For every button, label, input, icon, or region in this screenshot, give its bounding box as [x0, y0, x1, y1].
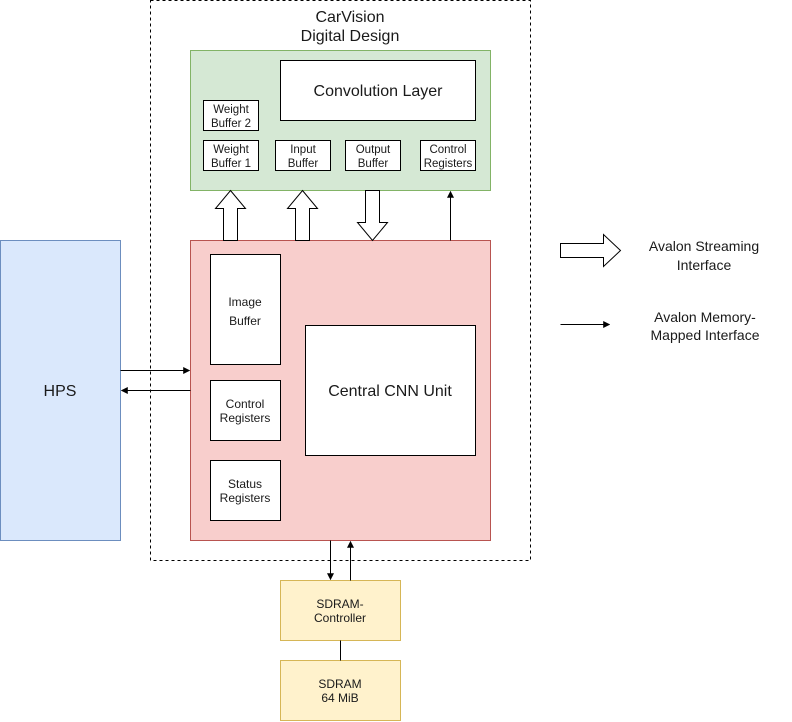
weight-buffer-2-label-2: Buffer 2 — [211, 118, 251, 130]
image-buffer-label-2: Buffer — [229, 314, 261, 328]
hps-label: HPS — [44, 383, 77, 400]
title-line-2: Digital Design — [301, 28, 400, 45]
input-buffer-label-2: Buffer — [288, 158, 319, 170]
input-buffer-label-1: Input — [290, 144, 316, 156]
legend-streaming-arrow — [560, 233, 622, 268]
image-buffer-label-1: Image — [228, 295, 262, 309]
output-buffer-label-1: Output — [356, 144, 391, 156]
carvision-boundary — [150, 0, 531, 561]
weight-buffer-1-label-1: Weight — [213, 144, 249, 156]
input-buffer-box — [275, 140, 331, 171]
sdram-label-1: SDRAM — [318, 677, 361, 691]
weight-buffer-1-box — [203, 140, 259, 171]
title-line-1: CarVision — [315, 9, 384, 26]
output-buffer-label-2: Buffer — [358, 158, 389, 170]
legend-streaming-label-1: Avalon Streaming — [649, 238, 759, 254]
central-control-registers-label-2: Registers — [220, 411, 271, 425]
sdram-controller-block — [280, 580, 401, 641]
convolution-layer-box — [280, 60, 476, 121]
output-stream-down-arrow — [356, 190, 389, 242]
legend-streaming-label-2: Interface — [677, 257, 732, 273]
weight-stream-up-arrow — [214, 189, 247, 241]
conv-control-registers-box — [420, 140, 476, 171]
status-registers-label-1: Status — [228, 477, 262, 491]
central-control-registers-box — [210, 380, 281, 441]
sdram-controller-label-1: SDRAM- — [316, 597, 363, 611]
weight-buffer-2-label-1: Weight — [213, 104, 249, 116]
legend-memory-mapped-label-2: Mapped Interface — [651, 327, 760, 343]
status-registers-label-2: Registers — [220, 491, 271, 505]
central-control-registers-label-1: Control — [226, 397, 265, 411]
legend-memory-mapped-label-1: Avalon Memory- — [654, 309, 756, 325]
weight-buffer-1-label-2: Buffer 1 — [211, 158, 251, 170]
output-buffer-box — [345, 140, 401, 171]
central-cnn-unit-box — [305, 325, 476, 456]
central-cnn-unit-label: Central CNN Unit — [328, 383, 452, 400]
convolution-layer-label: Convolution Layer — [314, 83, 444, 100]
sdram-label-2: 64 MiB — [321, 691, 358, 705]
sdram-block — [280, 660, 401, 721]
conv-control-registers-label-1: Control — [429, 144, 466, 156]
status-registers-box — [210, 460, 281, 521]
hps-block — [0, 240, 121, 541]
conv-control-registers-label-2: Registers — [424, 158, 473, 170]
sdram-controller-label-2: Controller — [314, 611, 366, 625]
weight-buffer-2-box — [203, 100, 259, 131]
input-stream-up-arrow — [286, 189, 319, 241]
image-buffer-box — [210, 254, 281, 365]
